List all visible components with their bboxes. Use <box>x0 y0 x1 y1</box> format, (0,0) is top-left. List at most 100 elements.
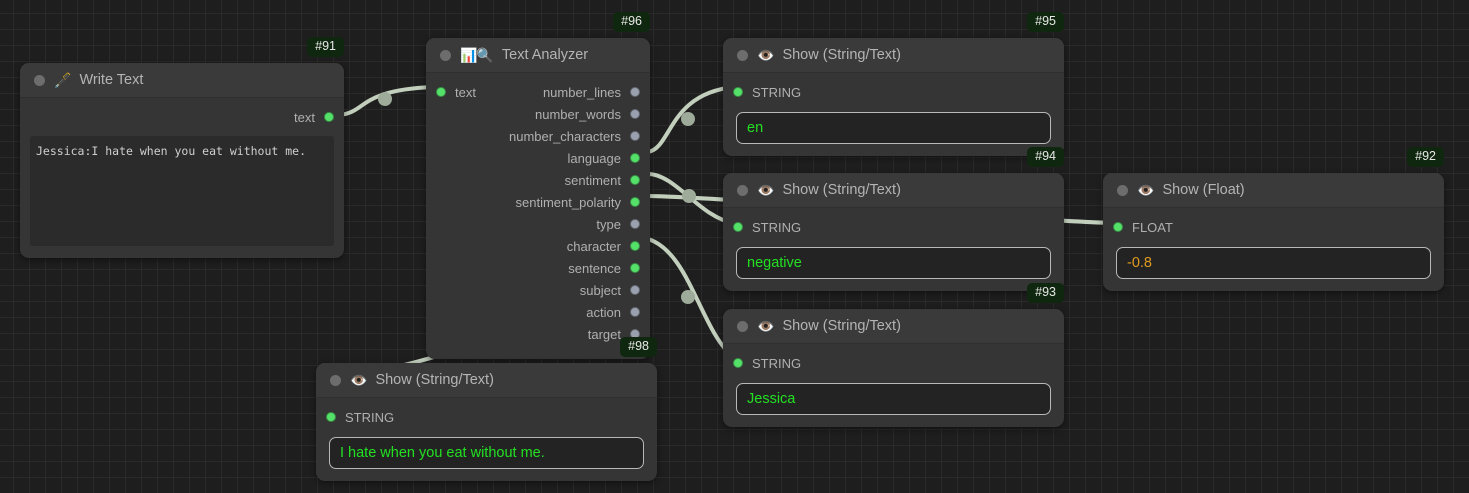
node-show-float-92[interactable]: #92 👁️ Show (Float) FLOAT -0.8 <box>1103 147 1444 291</box>
value-display[interactable]: I hate when you eat without me. <box>329 437 644 469</box>
node-title: Show (Float) <box>1162 182 1245 198</box>
port-pin[interactable] <box>630 219 640 229</box>
eye-icon: 👁️ <box>1137 182 1154 198</box>
port-pin[interactable] <box>630 241 640 251</box>
port-label: target <box>587 326 621 342</box>
output-port-sentence[interactable]: sentence <box>426 257 650 279</box>
node-header[interactable]: 👁️ Show (String/Text) <box>723 309 1064 344</box>
port-pin[interactable] <box>326 412 336 422</box>
node-write-text[interactable]: #91 🖋️ Write Text text Jessica:I hate wh… <box>20 37 344 258</box>
port-pin[interactable] <box>630 197 640 207</box>
output-port-subject[interactable]: subject <box>426 279 650 301</box>
node-id-badge: #98 <box>620 337 657 357</box>
node-show-string-94[interactable]: #94 👁️ Show (String/Text) STRING negativ… <box>723 147 1064 291</box>
node-header[interactable]: 👁️ Show (Float) <box>1103 173 1444 208</box>
value-display[interactable]: -0.8 <box>1116 247 1431 279</box>
node-header[interactable]: 👁️ Show (String/Text) <box>723 173 1064 208</box>
node-id-badge: #96 <box>613 12 650 32</box>
edge-handle <box>378 92 392 106</box>
edge-sentiment-to-show94 <box>646 172 736 225</box>
node-body: STRING Jessica <box>723 344 1064 427</box>
collapse-toggle-icon[interactable] <box>737 320 748 332</box>
collapse-toggle-icon[interactable] <box>34 74 45 86</box>
output-port-target[interactable]: target <box>426 323 650 345</box>
output-port-text[interactable]: text <box>20 106 344 128</box>
port-pin[interactable] <box>436 87 446 97</box>
port-label: STRING <box>752 355 802 371</box>
edge-handle <box>681 112 695 126</box>
text-input-area[interactable]: Jessica:I hate when you eat without me. <box>30 136 334 246</box>
output-port-number-characters[interactable]: number_characters <box>426 125 650 147</box>
port-label: STRING <box>752 84 802 100</box>
output-port-number-words[interactable]: number_words <box>426 103 650 125</box>
node-text-analyzer[interactable]: #96 📊🔍 Text Analyzer text number_lines n… <box>426 12 650 359</box>
output-port-type[interactable]: type <box>426 213 650 235</box>
output-port-sentiment[interactable]: sentiment <box>426 169 650 191</box>
node-body: STRING I hate when you eat without me. <box>316 398 657 481</box>
output-port-sentiment-polarity[interactable]: sentiment_polarity <box>426 191 650 213</box>
output-port-action[interactable]: action <box>426 301 650 323</box>
port-pin[interactable] <box>630 153 640 163</box>
port-pin[interactable] <box>630 285 640 295</box>
port-pin[interactable] <box>630 131 640 141</box>
input-port-string[interactable]: STRING <box>723 216 1064 238</box>
node-body: STRING negative <box>723 208 1064 291</box>
port-pin[interactable] <box>733 87 743 97</box>
port-pin[interactable] <box>733 358 743 368</box>
node-title: Show (String/Text) <box>782 182 901 198</box>
node-show-string-95[interactable]: #95 👁️ Show (String/Text) STRING en <box>723 12 1064 156</box>
port-pin[interactable] <box>630 109 640 119</box>
collapse-toggle-icon[interactable] <box>440 49 451 61</box>
node-id-badge: #93 <box>1027 283 1064 303</box>
port-label: text <box>294 109 315 125</box>
node-title: Show (String/Text) <box>782 318 901 334</box>
port-pin[interactable] <box>630 263 640 273</box>
port-pin[interactable] <box>324 112 334 122</box>
node-body: STRING en <box>723 73 1064 156</box>
port-pin[interactable] <box>733 222 743 232</box>
node-header[interactable]: 👁️ Show (String/Text) <box>723 38 1064 73</box>
input-port-string[interactable]: STRING <box>723 81 1064 103</box>
node-header[interactable]: 👁️ Show (String/Text) <box>316 363 657 398</box>
port-pin[interactable] <box>630 307 640 317</box>
node-id-badge: #94 <box>1027 147 1064 167</box>
edge-handle <box>682 189 696 203</box>
node-body: FLOAT -0.8 <box>1103 208 1444 291</box>
port-label: FLOAT <box>1132 219 1173 235</box>
port-pin[interactable] <box>630 175 640 185</box>
collapse-toggle-icon[interactable] <box>1117 184 1128 196</box>
port-pin[interactable] <box>630 87 640 97</box>
node-header[interactable]: 🖋️ Write Text <box>20 63 344 98</box>
node-id-badge: #95 <box>1027 12 1064 32</box>
port-label: number_words <box>535 106 621 122</box>
input-port-string[interactable]: STRING <box>723 352 1064 374</box>
node-show-string-93[interactable]: #93 👁️ Show (String/Text) STRING Jessica <box>723 283 1064 427</box>
input-port-string[interactable]: STRING <box>316 406 657 428</box>
node-title: Show (String/Text) <box>375 372 494 388</box>
collapse-toggle-icon[interactable] <box>737 184 748 196</box>
eye-icon: 👁️ <box>757 47 774 63</box>
port-pin[interactable] <box>1113 222 1123 232</box>
node-title: Text Analyzer <box>501 47 589 63</box>
output-port-language[interactable]: language <box>426 147 650 169</box>
output-port-number-lines[interactable]: number_lines <box>426 81 650 103</box>
node-header[interactable]: 📊🔍 Text Analyzer <box>426 38 650 73</box>
port-label: number_characters <box>509 128 621 144</box>
output-port-character[interactable]: character <box>426 235 650 257</box>
input-port-text[interactable]: text <box>426 81 476 103</box>
value-display[interactable]: negative <box>736 247 1051 279</box>
pen-nib-icon: 🖋️ <box>54 72 71 88</box>
value-display[interactable]: Jessica <box>736 383 1051 415</box>
collapse-toggle-icon[interactable] <box>737 49 748 61</box>
port-label: language <box>567 150 622 166</box>
node-show-string-98[interactable]: #98 👁️ Show (String/Text) STRING I hate … <box>316 337 657 481</box>
port-label: text <box>455 84 476 100</box>
input-port-float[interactable]: FLOAT <box>1103 216 1444 238</box>
value-display[interactable]: en <box>736 112 1051 144</box>
collapse-toggle-icon[interactable] <box>330 374 341 386</box>
port-label: character <box>566 238 621 254</box>
port-label: STRING <box>345 409 395 425</box>
port-label: sentence <box>568 260 621 276</box>
port-label: type <box>596 216 621 232</box>
